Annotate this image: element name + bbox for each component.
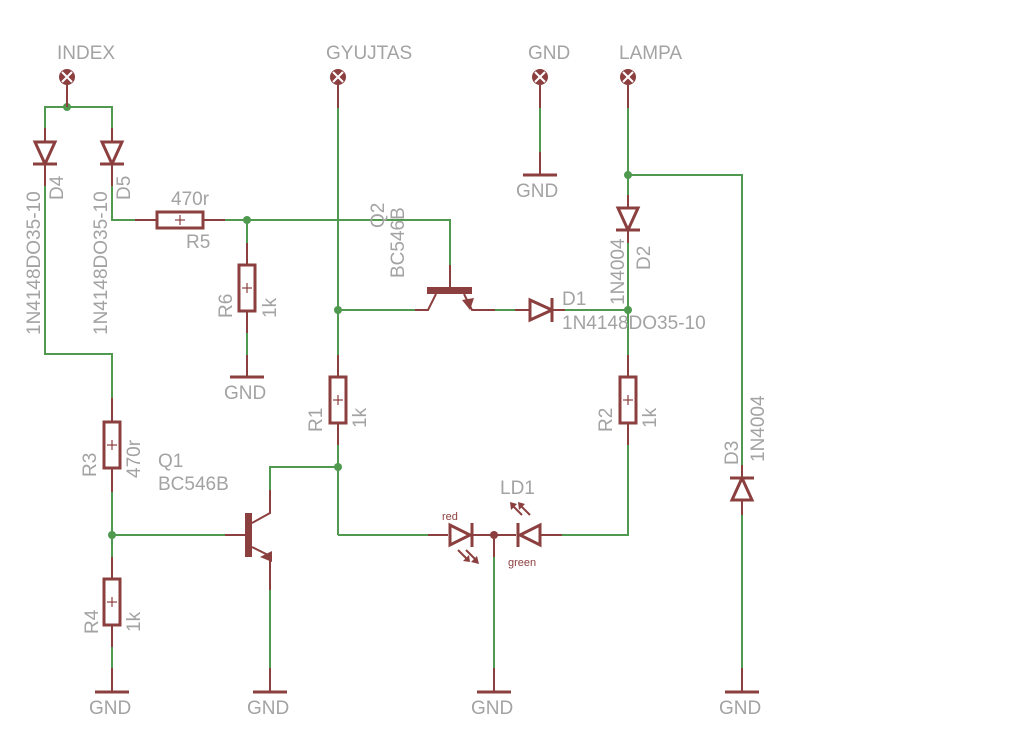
gnd-label: GND (719, 698, 761, 719)
wire-r1-q1collector (269, 466, 338, 490)
connector-pad-icon (330, 69, 346, 85)
transistor-icon (427, 287, 472, 294)
wire-r2-led-green (562, 445, 629, 536)
led-green-label: green (508, 557, 536, 569)
gnd-symbol-q1: GND (247, 668, 289, 719)
gnd-symbol-d3: GND (719, 668, 761, 719)
junctions (63, 103, 632, 539)
component-ref: LD1 (500, 478, 535, 499)
component-value: 1N4148DO35-10 (24, 191, 45, 335)
connector-gnd[interactable]: GND (528, 43, 570, 108)
connector-lampa[interactable]: LAMPA (619, 43, 682, 108)
connector-pad-icon (59, 69, 75, 85)
junction-dot (108, 531, 116, 539)
wire-index-split (44, 106, 113, 130)
component-ref: Q2 (368, 203, 389, 228)
connector-label: GND (528, 43, 570, 64)
led-red-icon (448, 522, 474, 548)
component-value: BC546B (388, 207, 409, 278)
diode-icon (32, 140, 58, 168)
component-ref: R2 (596, 408, 617, 432)
connector-gyujtas[interactable]: GYUJTAS (326, 43, 412, 108)
gnd-label: GND (516, 181, 558, 202)
diode-d5[interactable]: 1N4148DO35-10 D5 (91, 128, 135, 335)
gnd-label: GND (89, 698, 131, 719)
diode-d4[interactable]: 1N4148DO35-10 D4 (24, 128, 68, 335)
diode-icon (729, 474, 755, 502)
component-value: 1k (124, 611, 145, 632)
diode-icon (528, 297, 556, 323)
connector-label: INDEX (57, 43, 115, 64)
junction-dot (334, 306, 342, 314)
component-ref: D2 (634, 246, 655, 270)
junction-dot (624, 171, 632, 179)
connector-pad-icon (620, 69, 636, 85)
component-ref: R5 (186, 232, 210, 253)
diode-d2[interactable]: 1N4004 D2 (608, 195, 655, 305)
junction-dot (243, 216, 251, 224)
component-value: 1k (640, 407, 661, 428)
resistor-r4[interactable]: R4 1k (82, 557, 145, 647)
gnd-symbol-r4: GND (89, 668, 131, 719)
led-ld1[interactable]: LD1 red green (428, 478, 562, 569)
light-arrow-icon (510, 502, 531, 516)
connector-pad-icon (532, 69, 548, 85)
component-value: 1k (260, 297, 281, 318)
gnd-symbol-connector: GND (516, 152, 558, 202)
component-ref: D3 (722, 441, 743, 465)
component-ref: Q1 (158, 451, 183, 472)
gnd-symbol-r6: GND (224, 355, 266, 404)
component-value: 1N4004 (748, 395, 769, 462)
junction-dot (334, 463, 342, 471)
led-red-label: red (442, 511, 458, 523)
diode-d3[interactable]: D3 1N4004 (722, 395, 769, 515)
gnd-label: GND (471, 698, 513, 719)
gnd-symbol-led: GND (471, 668, 513, 719)
transistor-icon (245, 513, 252, 557)
component-value: 1N4148DO35-10 (562, 313, 706, 334)
resistor-r6[interactable]: R6 1k (216, 243, 281, 333)
diode-icon (99, 140, 125, 168)
transistor-q2[interactable]: Q2 BC546B (368, 203, 495, 311)
light-arrow-icon (457, 549, 479, 564)
component-ref: R1 (306, 408, 327, 432)
connector-label: GYUJTAS (326, 43, 412, 64)
component-value: 1k (350, 407, 371, 428)
connector-index[interactable]: INDEX (57, 43, 115, 107)
led-green-icon (516, 522, 542, 548)
component-ref: R3 (80, 453, 101, 477)
wire-d5-r5 (111, 185, 135, 221)
diode-d1[interactable]: D1 1N4148DO35-10 (515, 289, 706, 334)
component-value: 470r (124, 439, 145, 478)
resistor-r2[interactable]: R2 1k (596, 355, 661, 445)
wire-lampa-d3 (628, 174, 743, 465)
wire-r5-q2base (225, 219, 451, 265)
connector-label: LAMPA (619, 43, 682, 64)
component-ref: D4 (47, 175, 68, 200)
component-ref: D1 (562, 289, 586, 310)
gnd-label: GND (247, 698, 289, 719)
diode-icon (615, 206, 641, 234)
component-value: 1N4004 (608, 238, 629, 305)
component-value: BC546B (158, 474, 229, 495)
component-ref: R4 (82, 609, 103, 634)
resistor-r3[interactable]: R3 470r (80, 398, 145, 492)
gnd-label: GND (224, 383, 266, 404)
component-ref: R6 (216, 294, 237, 318)
component-ref: D5 (114, 176, 135, 200)
transistor-q1[interactable]: Q1 BC546B (158, 451, 272, 590)
component-value: 470r (171, 189, 210, 210)
resistor-r1[interactable]: R1 1k (306, 355, 371, 445)
wire-d4-r3 (44, 185, 113, 400)
junction-dot (624, 306, 632, 314)
resistor-r5[interactable]: 470r R5 (135, 189, 225, 253)
component-value: 1N4148DO35-10 (91, 191, 112, 335)
